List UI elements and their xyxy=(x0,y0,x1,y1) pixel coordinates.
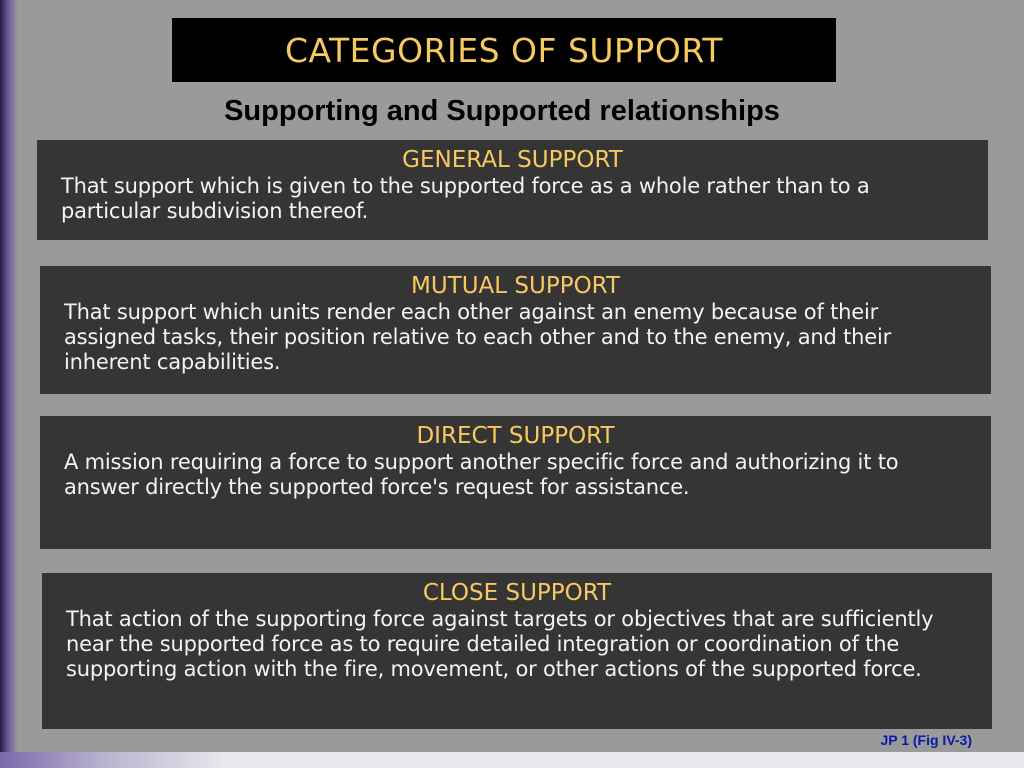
card-close-support: CLOSE SUPPORT That action of the support… xyxy=(42,573,992,729)
slide-subtitle: Supporting and Supported relationships xyxy=(224,95,780,127)
card-mutual-support: MUTUAL SUPPORT That support which units … xyxy=(40,266,991,394)
left-accent-edge xyxy=(0,0,18,768)
slide-title: CATEGORIES OF SUPPORT xyxy=(284,30,724,70)
card-direct-support: DIRECT SUPPORT A mission requiring a for… xyxy=(40,416,991,549)
card-heading: GENERAL SUPPORT xyxy=(402,147,623,173)
title-banner: CATEGORIES OF SUPPORT xyxy=(172,18,836,82)
card-definition: That support which is given to the suppo… xyxy=(61,174,870,223)
card-heading: DIRECT SUPPORT xyxy=(416,423,615,449)
card-definition: A mission requiring a force to support a… xyxy=(64,450,899,499)
card-definition: That action of the supporting force agai… xyxy=(66,607,934,681)
card-heading: MUTUAL SUPPORT xyxy=(410,273,621,299)
source-citation: JP 1 (Fig IV-3) xyxy=(880,732,972,748)
card-general-support: GENERAL SUPPORT That support which is gi… xyxy=(37,140,988,240)
card-definition: That support which units render each oth… xyxy=(64,300,892,374)
card-heading: CLOSE SUPPORT xyxy=(422,580,612,606)
bottom-accent-edge xyxy=(0,752,1024,768)
